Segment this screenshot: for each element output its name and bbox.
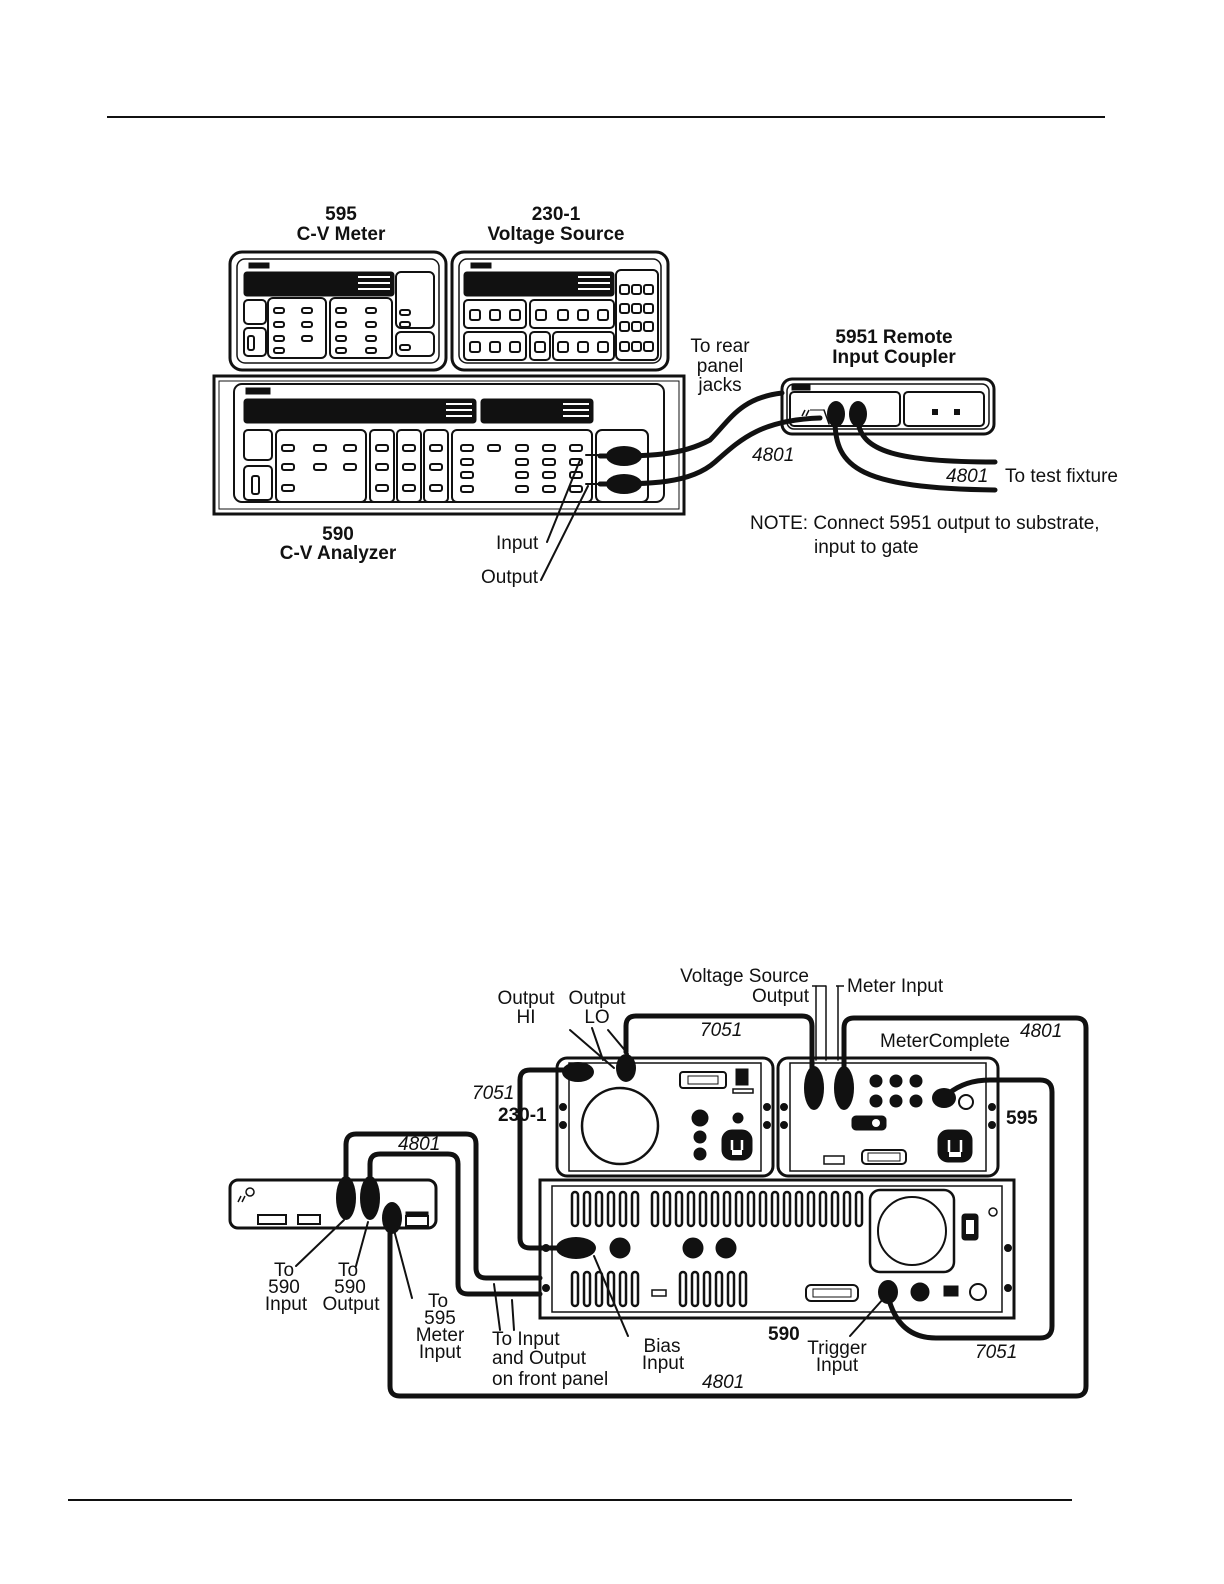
to-front-panel-line3: on front panel <box>492 1369 608 1390</box>
to-595-meter-line1: To <box>428 1291 448 1312</box>
cable-4801-top-right: 4801 <box>1020 1021 1062 1042</box>
note-line2: input to gate <box>814 537 919 558</box>
coupler-output-plug <box>360 1176 380 1220</box>
output-hi-line2: HI <box>517 1007 536 1028</box>
cv-analyzer-590-rear <box>538 1178 1016 1320</box>
remote-input-coupler-5951 <box>780 377 996 436</box>
cable-7051-left: 7051 <box>472 1083 514 1104</box>
coupler-plug-left <box>827 401 845 427</box>
note-line1: NOTE: Connect 5951 output to substrate, <box>750 513 1100 534</box>
to-590-input-line1: To <box>274 1260 294 1281</box>
output-lo-plug <box>616 1054 636 1082</box>
unit-230-label: 230-1 <box>498 1105 547 1126</box>
cv-meter-595-rear <box>776 1056 1000 1178</box>
coupler-meter-plug <box>382 1202 402 1234</box>
voltage-source-name: Voltage Source <box>488 224 625 245</box>
meter-input-plug <box>834 1066 854 1110</box>
analyzer-name: C-V Analyzer <box>280 543 397 564</box>
meter-complete-label: MeterComplete <box>880 1031 1010 1052</box>
rear-jacks-line2: panel <box>697 356 744 377</box>
coupler-title-line1: 5951 Remote <box>835 327 952 348</box>
figure2-cables <box>295 985 1089 1399</box>
cv-meter-name: C-V Meter <box>297 224 386 245</box>
to-595-meter-line3: Meter <box>416 1325 465 1346</box>
trigger-input-line2: Input <box>816 1355 859 1376</box>
output-hi-plug <box>562 1062 594 1082</box>
voltage-source-230-front <box>450 250 670 372</box>
voltage-source-230-rear <box>555 1056 775 1178</box>
voltage-source-model: 230-1 <box>532 204 581 225</box>
rear-jacks-line3: jacks <box>697 375 741 396</box>
figure-rear-panel-connections: Voltage Source Output Meter Input Output… <box>228 966 1089 1399</box>
coupler-title-line2: Input Coupler <box>832 347 956 368</box>
cable-label-upper: 4801 <box>752 445 794 466</box>
bias-input-line1: Bias <box>644 1336 681 1357</box>
bottom-rule <box>68 1499 1072 1501</box>
to-590-input-line3: Input <box>265 1294 308 1315</box>
output-lo-line1: Output <box>568 988 626 1009</box>
cv-meter-model: 595 <box>325 204 357 225</box>
trigger-input-line1: Trigger <box>807 1338 867 1359</box>
output-hi-line1: Output <box>497 988 555 1009</box>
to-595-meter-line4: Input <box>419 1342 462 1363</box>
bias-input-line2: Input <box>642 1353 685 1374</box>
cable-7051-right: 7051 <box>975 1342 1017 1363</box>
to-590-input-line2: 590 <box>268 1277 300 1298</box>
input-plug <box>606 446 642 466</box>
figure1-plugs <box>606 401 867 494</box>
bias-input-plug <box>556 1237 596 1259</box>
cv-analyzer-590-front <box>212 374 686 516</box>
cable-7051-top: 7051 <box>700 1020 742 1041</box>
figure2-plugs <box>336 1054 956 1304</box>
output-label: Output <box>481 567 539 588</box>
to-590-output-line1: To <box>338 1260 358 1281</box>
unit-595-label: 595 <box>1006 1108 1038 1129</box>
trigger-out-plug <box>932 1088 956 1108</box>
to-590-output-line2: 590 <box>334 1277 366 1298</box>
voltage-source-output-plug <box>804 1066 824 1110</box>
unit-590-label: 590 <box>768 1324 800 1345</box>
voltage-source-output-line1: Voltage Source <box>680 966 809 987</box>
trigger-input-plug <box>878 1280 898 1304</box>
rear-jacks-line1: To rear <box>690 336 750 357</box>
meter-input-label: Meter Input <box>847 976 944 997</box>
cable-4801-bottom: 4801 <box>702 1372 744 1393</box>
analyzer-model: 590 <box>322 524 354 545</box>
cable-4801-coupler: 4801 <box>398 1134 440 1155</box>
output-plug <box>606 474 642 494</box>
cv-meter-595-front <box>228 250 448 372</box>
input-label: Input <box>496 533 539 554</box>
coupler-input-plug <box>336 1176 356 1220</box>
to-595-meter-line2: 595 <box>424 1308 456 1329</box>
remote-input-coupler-5951-rear <box>228 1178 438 1230</box>
cable-label-lower: 4801 <box>946 466 988 487</box>
to-front-panel-line1: To Input <box>492 1329 560 1350</box>
top-rule <box>107 116 1105 118</box>
output-lo-line2: LO <box>584 1007 609 1028</box>
test-fixture-label: To test fixture <box>1005 466 1118 487</box>
to-front-panel-line2: and Output <box>492 1348 587 1369</box>
voltage-source-output-line2: Output <box>752 986 810 1007</box>
to-590-output-line3: Output <box>322 1294 380 1315</box>
figure-front-panel-connections: 595 C-V Meter 230-1 Voltage Source 590 C… <box>212 204 1118 588</box>
coupler-plug-right <box>849 401 867 427</box>
